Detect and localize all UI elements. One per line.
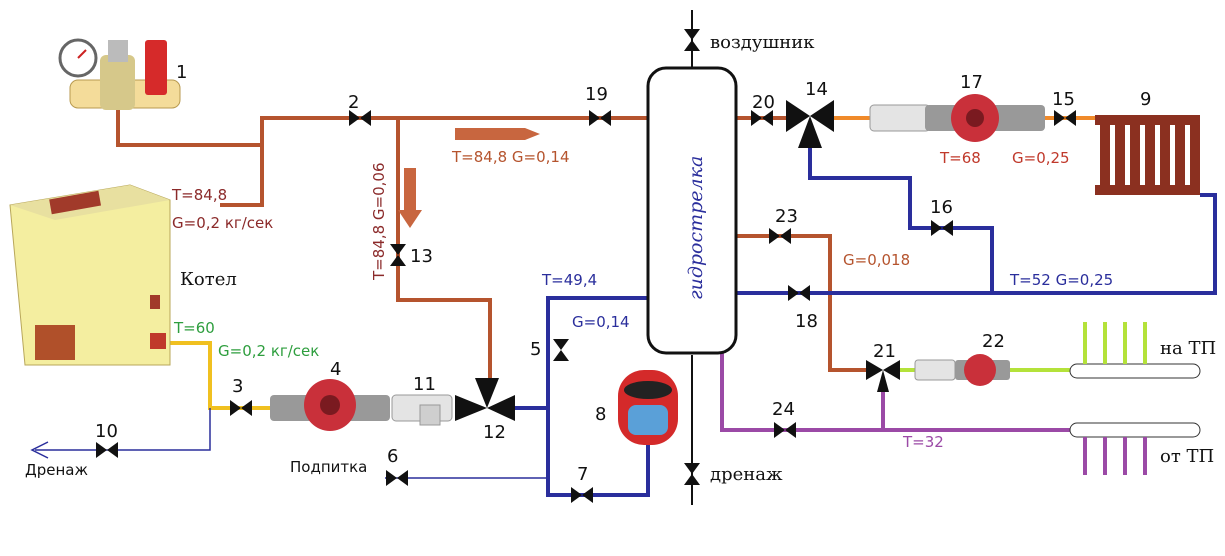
num-15: 15: [1052, 89, 1075, 110]
valve-13: [390, 244, 406, 266]
param-return-t: T=49,4: [541, 271, 597, 289]
valve-drain: [684, 463, 700, 485]
valve-vent: [684, 29, 700, 51]
label-ot-tp: от ТП: [1160, 446, 1214, 467]
filter-pump-17: [869, 94, 1045, 142]
num-18: 18: [795, 311, 818, 332]
valve-7: [571, 487, 593, 503]
param-return-g: G=0,14: [572, 313, 630, 331]
param-radiator-t: T=68: [939, 149, 981, 167]
label-podpitka: Подпитка: [290, 458, 367, 476]
flow-arrow-right: [455, 128, 540, 140]
num-2: 2: [348, 92, 359, 113]
floor-manifold-supply: [1069, 322, 1201, 379]
hydraulic-separator: [646, 66, 738, 355]
label-na-tp: на ТП: [1160, 338, 1216, 359]
num-7: 7: [577, 464, 588, 485]
num-22: 22: [982, 331, 1005, 352]
valve-10: [96, 442, 118, 458]
param-boiler-top-g: G=0,2 кг/сек: [172, 214, 273, 232]
flow-arrow-down: [398, 168, 422, 228]
valve-23: [769, 228, 791, 244]
expansion-tank: [618, 370, 678, 445]
param-main-line: T=84,8 G=0,14: [451, 148, 570, 166]
three-way-valve-14: [786, 100, 834, 148]
three-way-valve-21: [866, 360, 900, 392]
boiler: [9, 184, 171, 366]
drain-arrow: [30, 441, 49, 459]
component-numbers: 1 2 3 4 5 6 7 8 9 10 11 12 13 14 15 16 1…: [95, 62, 1151, 485]
num-14: 14: [805, 79, 828, 100]
param-floor-return-t: T=32: [902, 433, 944, 451]
num-5: 5: [530, 339, 541, 360]
three-way-valve-12: [455, 378, 515, 421]
safety-group: [58, 38, 181, 110]
param-boiler-out-t: T=60: [173, 319, 215, 337]
filter-11: [391, 394, 453, 426]
label-drenazh-right: дренаж: [710, 464, 783, 485]
num-13: 13: [410, 246, 433, 267]
num-3: 3: [232, 376, 243, 397]
num-23: 23: [775, 206, 798, 227]
param-line23-g: G=0,018: [843, 251, 910, 269]
valve-19: [589, 110, 611, 126]
label-vozdushnik: воздушник: [710, 32, 815, 53]
valve-5: [553, 339, 569, 361]
num-4: 4: [330, 359, 341, 380]
num-1: 1: [176, 62, 187, 83]
param-radiator-g: G=0,25: [1012, 149, 1070, 167]
num-16: 16: [930, 197, 953, 218]
label-kotel: Котел: [180, 269, 237, 290]
param-boiler-top-t: T=84,8: [171, 186, 227, 204]
param-bypass-line: T=84,8 G=0,06: [370, 163, 388, 282]
num-21: 21: [873, 341, 896, 362]
valve-6: [386, 470, 408, 486]
valve-16: [931, 220, 953, 236]
valve-18: [788, 285, 810, 301]
num-20: 20: [752, 92, 775, 113]
num-9: 9: [1140, 89, 1151, 110]
num-19: 19: [585, 84, 608, 105]
label-hydro: гидрострелка: [685, 156, 707, 300]
num-8: 8: [595, 404, 606, 425]
param-boiler-out-g: G=0,2 кг/сек: [218, 342, 319, 360]
floor-return-pipes: [720, 345, 1070, 432]
num-11: 11: [413, 374, 436, 395]
valve-3: [230, 400, 252, 416]
valve-15: [1054, 110, 1076, 126]
cold-pipes: [515, 145, 1217, 497]
param-return-rad: T=52 G=0,25: [1009, 271, 1113, 289]
num-10: 10: [95, 421, 118, 442]
label-drenazh-left: Дренаж: [25, 461, 88, 479]
filter-pump-22: [914, 354, 1010, 386]
pump-4: [270, 379, 390, 431]
valve-24: [774, 422, 796, 438]
radiator: [1095, 115, 1200, 195]
num-12: 12: [483, 422, 506, 443]
num-24: 24: [772, 399, 795, 420]
num-6: 6: [387, 446, 398, 467]
num-17: 17: [960, 72, 983, 93]
floor-manifold-return: [1069, 422, 1201, 475]
